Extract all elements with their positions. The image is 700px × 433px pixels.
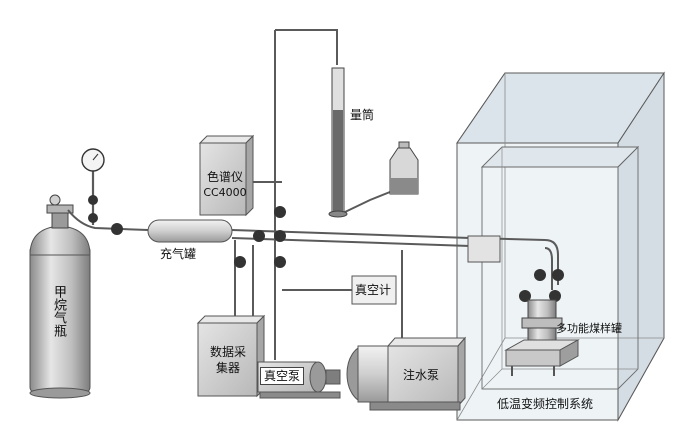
graduated-cylinder-label: 量筒	[350, 108, 375, 122]
water-injection-pump-unit	[346, 336, 467, 411]
vacuum-gauge-label: 真空计	[355, 283, 392, 297]
data-acquisition-unit	[196, 314, 266, 398]
gas-tank-label: 充气罐	[160, 247, 197, 261]
water-bottle	[389, 141, 419, 195]
graduated-cylinder	[328, 67, 348, 218]
gas-charging-tank	[147, 219, 233, 243]
control-chamber	[456, 71, 665, 422]
valve-group	[111, 206, 564, 302]
water-injection-pump-label: 注水泵	[403, 368, 440, 382]
gas-chromatograph	[198, 134, 255, 217]
coal-sample-tank-label: 多功能煤样罐	[556, 322, 622, 335]
control-system-label: 低温变频控制系统	[497, 397, 594, 411]
coal-sample-tank	[504, 299, 580, 376]
data-acquisition-label-line1: 数据采	[209, 345, 246, 359]
chromatograph-label-line2: CC4000	[203, 186, 247, 199]
methane-gas-cylinder	[29, 194, 91, 399]
data-acquisition-label-line2: 集器	[215, 361, 240, 375]
pressure-gauge	[81, 148, 105, 225]
vacuum-gauge	[351, 275, 397, 305]
pipe-network	[67, 29, 559, 360]
gas-bottle-label: 甲烷气瓶	[51, 285, 66, 337]
chromatograph-label-line1: 色谱仪	[206, 170, 243, 184]
pipe-connector	[467, 235, 501, 263]
vacuum-pump-label: 真空泵	[260, 367, 305, 385]
